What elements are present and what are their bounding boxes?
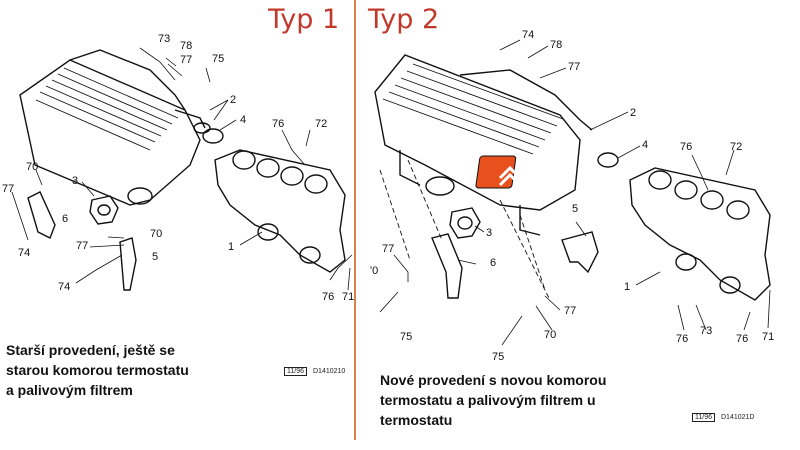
right-label-70-side: '0 — [370, 265, 378, 277]
right-label-75-bottom: 75 — [492, 351, 504, 363]
right-thermostat-housing-3 — [449, 207, 481, 239]
left-label-74-bottom: 74 — [58, 281, 70, 293]
left-intake-manifold — [214, 149, 346, 273]
left-gasket-4 — [202, 128, 224, 144]
right-label-6: 6 — [490, 257, 496, 269]
left-label-78: 78 — [180, 40, 192, 52]
right-label-1: 1 — [624, 281, 630, 293]
right-label-70-bottom: 70 — [544, 329, 556, 341]
left-label-6: 6 — [62, 213, 68, 225]
right-label-74-top: 74 — [522, 29, 534, 41]
right-label-76-top: 76 — [680, 141, 692, 153]
left-label-77: 77 — [180, 54, 192, 66]
code-number-right: D141021D — [721, 414, 755, 421]
title-typ-1: Typ 1 — [268, 4, 340, 35]
left-label-73: 73 — [158, 33, 170, 45]
right-gasket-4 — [597, 152, 619, 168]
left-label-2: 2 — [230, 94, 236, 106]
left-leader-lines — [11, 47, 353, 291]
right-label-76-right: 76 — [736, 333, 748, 345]
left-label-70-top: 70 — [26, 161, 38, 173]
left-label-5: 5 — [152, 251, 158, 263]
right-brand-logo — [475, 155, 522, 189]
left-label-1: 1 — [228, 241, 234, 253]
title-typ-2: Typ 2 — [368, 4, 440, 35]
left-label-71: 71 — [342, 291, 354, 303]
divider-line — [354, 0, 356, 440]
right-label-78: 78 — [550, 39, 562, 51]
left-bracket-6 — [27, 191, 56, 239]
left-thermostat-housing-3 — [89, 195, 119, 225]
right-label-72: 72 — [730, 141, 742, 153]
left-label-76-top: 76 — [272, 118, 284, 130]
right-label-5: 5 — [572, 203, 578, 215]
left-label-77-side: 77 — [2, 183, 14, 195]
left-label-75: 75 — [212, 53, 224, 65]
right-label-76-mid: 76 — [676, 333, 688, 345]
right-dashed-guides — [379, 159, 551, 301]
right-label-4: 4 — [642, 139, 648, 151]
right-label-71: 71 — [762, 331, 774, 343]
left-label-70-bottom: 70 — [150, 228, 162, 240]
right-label-77-bottom: 77 — [564, 305, 576, 317]
right-intake-manifold — [629, 167, 771, 301]
left-label-3: 3 — [72, 175, 78, 187]
right-bracket-6 — [431, 233, 463, 299]
right-intake-plenum — [374, 54, 593, 236]
left-label-77-bottom: 77 — [76, 240, 88, 252]
right-label-77-top: 77 — [568, 61, 580, 73]
left-label-76-bottom: 76 — [322, 291, 334, 303]
right-bracket-5 — [561, 231, 599, 274]
right-label-73: 73 — [700, 325, 712, 337]
drawing-code-left: 11/96 D1410210 — [284, 367, 346, 376]
drawing-code-right: 11/96 D141021D — [692, 413, 755, 422]
right-label-2: 2 — [630, 107, 636, 119]
code-date-left: 11/96 — [284, 367, 307, 376]
right-label-77-side: 77 — [382, 243, 394, 255]
left-label-74-side: 74 — [18, 247, 30, 259]
left-bracket-5 — [119, 237, 137, 291]
left-label-4: 4 — [240, 114, 246, 126]
right-label-75-left: 75 — [400, 331, 412, 343]
left-label-72: 72 — [315, 118, 327, 130]
left-intake-plenum — [19, 49, 211, 206]
right-label-3: 3 — [486, 227, 492, 239]
caption-right: Nové provedení s novou komorou termostat… — [380, 372, 607, 428]
right-leader-lines — [379, 39, 771, 346]
caption-left: Starší provedení, ještě se starou komoro… — [6, 342, 189, 398]
code-date-right: 11/96 — [692, 413, 715, 422]
code-number-left: D1410210 — [313, 368, 346, 375]
